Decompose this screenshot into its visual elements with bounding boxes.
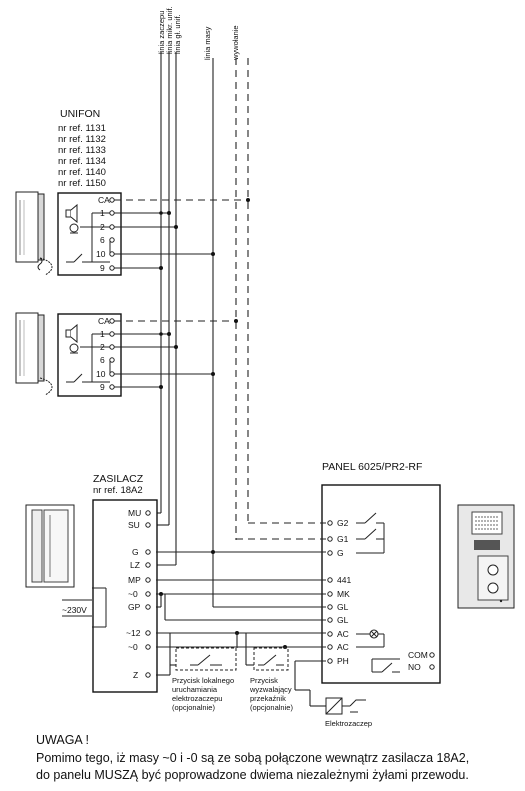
bus-label-wywolanie: wywołanie [231,25,240,61]
zasilacz-panel-wiring [156,522,326,690]
zasilacz-ref: nr ref. 18A2 [93,485,143,496]
panel-picture [457,504,515,609]
unifon1-term-2: 2 [100,222,105,232]
unifon2-term-1: 1 [100,329,105,339]
local-switch [170,633,238,671]
unifon2-term-ca: CA [98,316,110,326]
panel-term-gl1: GL [337,602,349,612]
mains-label: ~230V [62,605,87,615]
panel-term-ac1: AC [337,629,349,639]
local-switch-line-2: uruchamiania [172,685,218,694]
unifon-ref-1: nr ref. 1131 [58,123,106,134]
unifon1-term-6: 6 [100,235,105,245]
unifon1-term-1: 1 [100,208,105,218]
local-switch-label: Przycisk lokalnego uruchamiania elektroz… [172,676,234,712]
note-line-1: Pomimo tego, iż masy ~0 i -0 są ze sobą … [36,751,470,765]
bus-labels: linia zaczepu linia mikr. unif. linia gł… [157,6,240,61]
unifon-ref-2: nr ref. 1132 [58,134,106,145]
zas-term-mp: MP [128,575,141,585]
panel-term-g: G [337,548,344,558]
unifon1-term-9: 9 [100,263,105,273]
relay-switch-line-2: wyzwalający [249,685,292,694]
zas-term-12: ~12 [126,628,141,638]
note-title: UWAGA ! [36,733,90,747]
bus-label-zaczep: linia zaczepu [157,11,166,54]
bus-label-mikr: linia mikr. unif. [165,6,174,54]
panel-term-gl2: GL [337,615,349,625]
bus-label-glosnik: linia gł. unif. [173,14,182,54]
handset-picture-1 [15,191,53,276]
zas-term-lz: LZ [130,560,140,570]
panel-title: PANEL 6025/PR2-RF [322,461,422,473]
unifon2-term-6: 6 [100,355,105,365]
mains-wires [62,599,92,617]
unifon1-wiring [114,198,250,270]
panel-term-ph: PH [337,656,349,666]
zas-term-g: G [132,547,139,557]
unifon-ref-6: nr ref. 1150 [58,178,106,189]
unifon-header: UNIFON nr ref. 1131 nr ref. 1132 nr ref.… [58,108,106,189]
local-switch-line-4: (opcjonalnie) [172,703,215,712]
relay-switch-line-4: (opcjonalnie) [250,703,293,712]
unifon-ref-3: nr ref. 1133 [58,145,106,156]
zasilacz-box: MU SU G LZ MP ~0 GP ~12 ~0 Z [92,499,158,693]
lock-label: Elektrozaczep [325,719,372,728]
zas-term-su: SU [128,520,140,530]
unifon-box-2: CA 1 2 6 10 9 [57,313,122,397]
zas-term-gp: GP [128,602,141,612]
zasilacz-header: ZASILACZ nr ref. 18A2 [93,473,144,496]
unifon2-term-9: 9 [100,382,105,392]
bus-lines [156,52,249,595]
zas-term-z: Z [133,670,138,680]
relay-switch-label: Przycisk wyzwalający przekaźnik (opcjona… [249,676,293,712]
unifon2-term-10: 10 [96,369,106,379]
unifon-box-1: CA 1 2 6 10 9 [57,192,122,276]
note-line-2: do panelu MUSZĄ być poprowadzone dwiema … [36,768,469,782]
unifon2-term-2: 2 [100,342,105,352]
zas-term-minus0: ~0 [128,589,138,599]
panel-term-mk: MK [337,589,350,599]
unifon-ref-4: nr ref. 1134 [58,156,106,167]
electric-lock [295,689,366,715]
panel-box: G2 G1 G 441 MK GL GL AC AC PH COM [321,484,441,684]
zasilacz-title: ZASILACZ [93,473,144,485]
relay-switch-line-3: przekaźnik [250,694,286,703]
panel-relay-no: NO [408,662,421,672]
panel-relay-com: COM [408,650,428,660]
panel-term-441: 441 [337,575,351,585]
zas-term-0: ~0 [128,642,138,652]
unifon1-term-10: 10 [96,249,106,259]
unifon-ref-5: nr ref. 1140 [58,167,106,178]
panel-term-ac2: AC [337,642,349,652]
unifon1-term-ca: CA [98,195,110,205]
unifon2-wiring [114,319,238,389]
handset-picture-2 [15,312,53,396]
local-switch-line-3: elektrozaczepu [172,694,222,703]
bus-label-masa: linia masy [203,26,212,60]
zasilacz-picture [25,504,75,588]
panel-term-g2: G2 [337,518,349,528]
relay-switch-line-1: Przycisk [250,676,278,685]
zas-term-mu: MU [128,508,141,518]
unifon-title: UNIFON [60,108,100,120]
local-switch-line-1: Przycisk lokalnego [172,676,234,685]
relay-switch [245,633,289,671]
panel-term-g1: G1 [337,534,349,544]
